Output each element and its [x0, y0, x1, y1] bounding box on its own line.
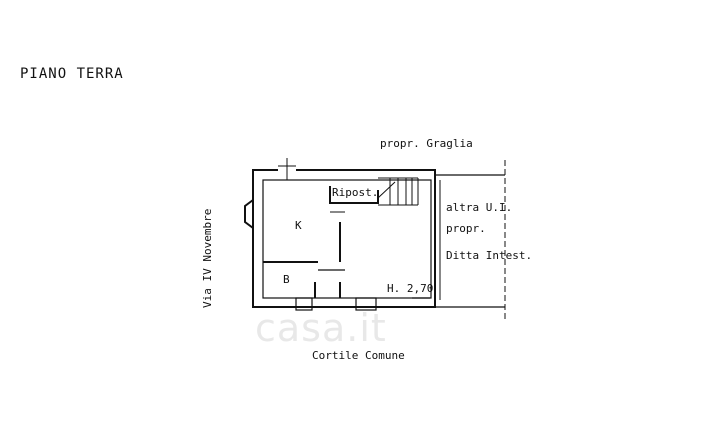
room-label-storage: Ripost. — [332, 186, 379, 199]
courtyard-label: Cortile Comune — [312, 349, 405, 362]
inner-wall-line — [262, 179, 432, 299]
neighbor-right-label-2: propr. — [446, 222, 486, 235]
neighbor-right-label-3: Ditta Intest. — [446, 249, 533, 262]
outer-walls — [252, 169, 436, 308]
neighbor-right-label-1: altra U.I. — [446, 201, 513, 214]
staircase — [377, 177, 419, 206]
storage-closet — [329, 186, 379, 204]
neighbor-top-label: propr. Graglia — [380, 137, 473, 150]
watermark-logo: casa.it — [255, 306, 387, 350]
floor-title: PIANO TERRA — [20, 66, 124, 82]
ceiling-height-label: H. 2,70 — [387, 282, 434, 295]
room-label-bathroom: B — [283, 273, 290, 286]
bay-window — [244, 199, 254, 229]
window-bottom-left — [295, 297, 313, 311]
room-label-kitchen: K — [295, 219, 302, 232]
window-bottom-right — [355, 297, 377, 311]
street-label: Via IV Novembre — [201, 208, 214, 308]
